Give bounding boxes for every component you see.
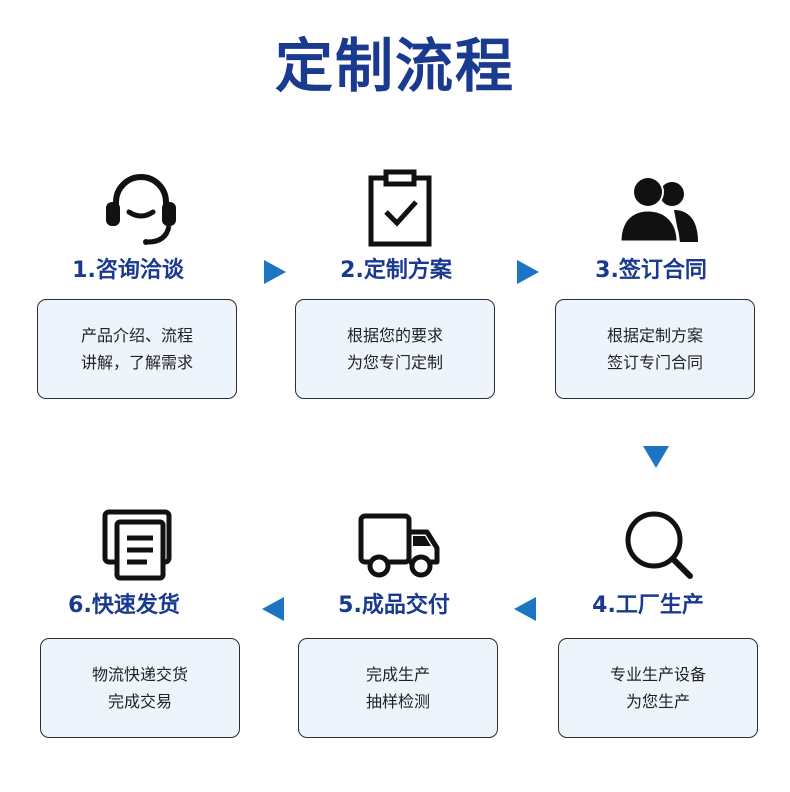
search-icon (616, 506, 706, 586)
users-icon (612, 168, 702, 248)
step-2-desc-line1: 根据您的要求 (346, 326, 443, 345)
step-1-desc-line1: 产品介绍、流程 (80, 326, 193, 345)
step-4-box: 专业生产设备 为您生产 (558, 638, 758, 738)
step-6-label: 6.快速发货 (68, 593, 180, 618)
step-3-box: 根据定制方案 签订专门合同 (555, 299, 755, 399)
step-4-desc-line1: 专业生产设备 (609, 665, 706, 684)
clipboard-check-icon (356, 168, 446, 248)
step-3-desc-line1: 根据定制方案 (606, 326, 703, 345)
step-5-desc-line2: 抽样检测 (365, 692, 430, 711)
step-5-desc-line1: 完成生产 (365, 665, 430, 684)
arrow-left-icon (514, 597, 536, 621)
truck-icon (355, 506, 445, 586)
step-4-desc-line2: 为您生产 (625, 692, 690, 711)
arrow-left-icon (262, 597, 284, 621)
step-1-label: 1.咨询洽谈 (72, 258, 184, 283)
document-stack-icon (95, 506, 185, 586)
step-3-label: 3.签订合同 (595, 258, 707, 283)
step-6-desc-line2: 完成交易 (107, 692, 172, 711)
step-2-label: 2.定制方案 (340, 258, 452, 283)
step-4-label: 4.工厂生产 (592, 593, 704, 618)
step-2-desc-line2: 为您专门定制 (346, 353, 443, 372)
step-6-box: 物流快递交货 完成交易 (40, 638, 240, 738)
step-2-box: 根据您的要求 为您专门定制 (295, 299, 495, 399)
step-1-box: 产品介绍、流程 讲解，了解需求 (37, 299, 237, 399)
step-6-desc-line1: 物流快递交货 (91, 665, 188, 684)
step-5-label: 5.成品交付 (338, 593, 450, 618)
step-5-box: 完成生产 抽样检测 (298, 638, 498, 738)
arrow-down-icon (643, 446, 669, 468)
step-3-desc-line2: 签订专门合同 (606, 353, 703, 372)
arrow-right-icon (264, 260, 286, 284)
headset-icon (96, 168, 186, 248)
page-title: 定制流程 (274, 32, 515, 100)
arrow-right-icon (517, 260, 539, 284)
step-1-desc-line2: 讲解，了解需求 (80, 353, 193, 372)
